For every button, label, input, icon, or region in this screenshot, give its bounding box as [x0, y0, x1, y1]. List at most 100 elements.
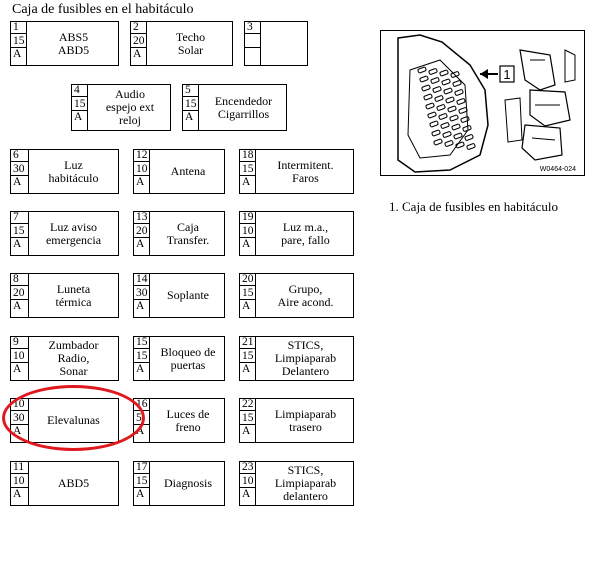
fuse-unit: A — [240, 425, 256, 442]
fuse-number: 5 — [183, 84, 199, 97]
fuse-slot — [443, 87, 453, 95]
fuse-slot — [462, 125, 472, 132]
fuse-description-line: Solar — [177, 42, 204, 57]
fuse-description-line: ABS5 — [58, 29, 89, 44]
fuse-description-line: Diagnosis — [164, 476, 212, 490]
fuse-slot — [445, 96, 455, 104]
fuse-slot — [464, 134, 474, 141]
fuse-number: 9 — [11, 336, 29, 349]
fuse-description-line: Audio — [115, 87, 145, 101]
fuse-unit: A — [72, 111, 88, 130]
fuse-amperage: 10 — [134, 162, 150, 176]
fuse-slot — [431, 129, 441, 137]
fuse-amperage: 10 — [11, 474, 29, 488]
fuse-slot — [434, 95, 444, 102]
fuse-description-line: Faros — [292, 170, 319, 185]
fuse-number: 14 — [134, 273, 150, 286]
fuse-description-line: Luneta — [56, 281, 91, 296]
fuse-number: 22 — [240, 398, 256, 411]
fuse-slot — [439, 69, 449, 77]
fuse-amperage: 30 — [134, 286, 150, 300]
fuse-description-line: Limpiaparab — [274, 476, 337, 490]
fuse-description-line: freno — [175, 419, 201, 434]
fuse-number: 11 — [11, 461, 29, 474]
fuse-description-line: Luces de — [166, 406, 210, 421]
fuse-description-line: Luz — [64, 157, 83, 172]
fuse-slot — [456, 98, 466, 105]
fuse-description-line: Zumbador — [48, 338, 99, 352]
dashboard-illustration: 1 W0464-024 — [380, 30, 585, 176]
fuse-unit: A — [134, 300, 150, 317]
fuse-number: 18 — [240, 149, 256, 162]
fuse-number: 7 — [11, 211, 29, 224]
fuse-amperage: 20 — [131, 34, 147, 48]
fuse-number: 8 — [11, 273, 29, 286]
fuse-slot — [427, 111, 437, 119]
fuse-amperage: 15 — [183, 97, 199, 111]
fuse-unit: A — [11, 363, 29, 380]
fuse-description-line: Antena — [170, 164, 206, 178]
fuse-number: 20 — [240, 273, 256, 286]
fuse-description-line: Bloqueo de — [160, 344, 216, 359]
fuse-description-line: Encendedor — [214, 93, 273, 108]
fuse-box: 3 — [244, 21, 308, 66]
fuse-number: 15 — [134, 336, 150, 349]
fuse-unit: A — [183, 111, 199, 130]
fuse-description-line: STICS, — [287, 463, 324, 477]
fuse-slot — [419, 75, 429, 83]
fuse-slot — [428, 68, 438, 75]
fuse-description: ABD5 — [29, 462, 118, 505]
fuse-number: 17 — [134, 461, 150, 474]
fuse-amperage: 15 — [240, 411, 256, 425]
fuse-slot — [451, 123, 461, 131]
fuse-amperage: 15 — [240, 162, 256, 176]
fuse-unit: A — [134, 488, 150, 505]
fuse-slot — [444, 140, 454, 147]
fuse-slot — [452, 80, 462, 87]
fuse-description-line: reloj — [119, 113, 141, 127]
fuse-amperage: 20 — [11, 286, 29, 300]
fuse-description-line: Transfer. — [166, 232, 210, 247]
fuse-description-line: Radio, — [57, 351, 90, 365]
fuse-unit: A — [11, 488, 29, 505]
fuse-description-line: trasero — [289, 419, 322, 434]
fuse-description-line: Aire acond. — [277, 294, 334, 309]
fuse-number: 1 — [11, 21, 27, 34]
fuse-description: Grupo,Aire acond. — [258, 274, 353, 317]
fuse-unit: A — [11, 300, 29, 317]
fuse-slot — [423, 93, 433, 101]
fuse-unit: A — [240, 176, 256, 193]
fuse-description-line: Soplante — [167, 288, 209, 302]
fuse-slot — [447, 105, 457, 113]
fuse-description-line: STICS, — [287, 338, 324, 352]
fuse-amperage: 10 — [240, 224, 256, 238]
fuse-slot — [442, 131, 452, 138]
fuse-slot — [438, 113, 448, 120]
fuse-slot — [436, 104, 446, 111]
fuse-slot — [455, 141, 465, 149]
fuse-slot — [458, 107, 468, 114]
fuse-slot — [450, 71, 460, 78]
fuse-description-line: delantero — [283, 489, 328, 503]
fuse-slot — [432, 86, 442, 93]
